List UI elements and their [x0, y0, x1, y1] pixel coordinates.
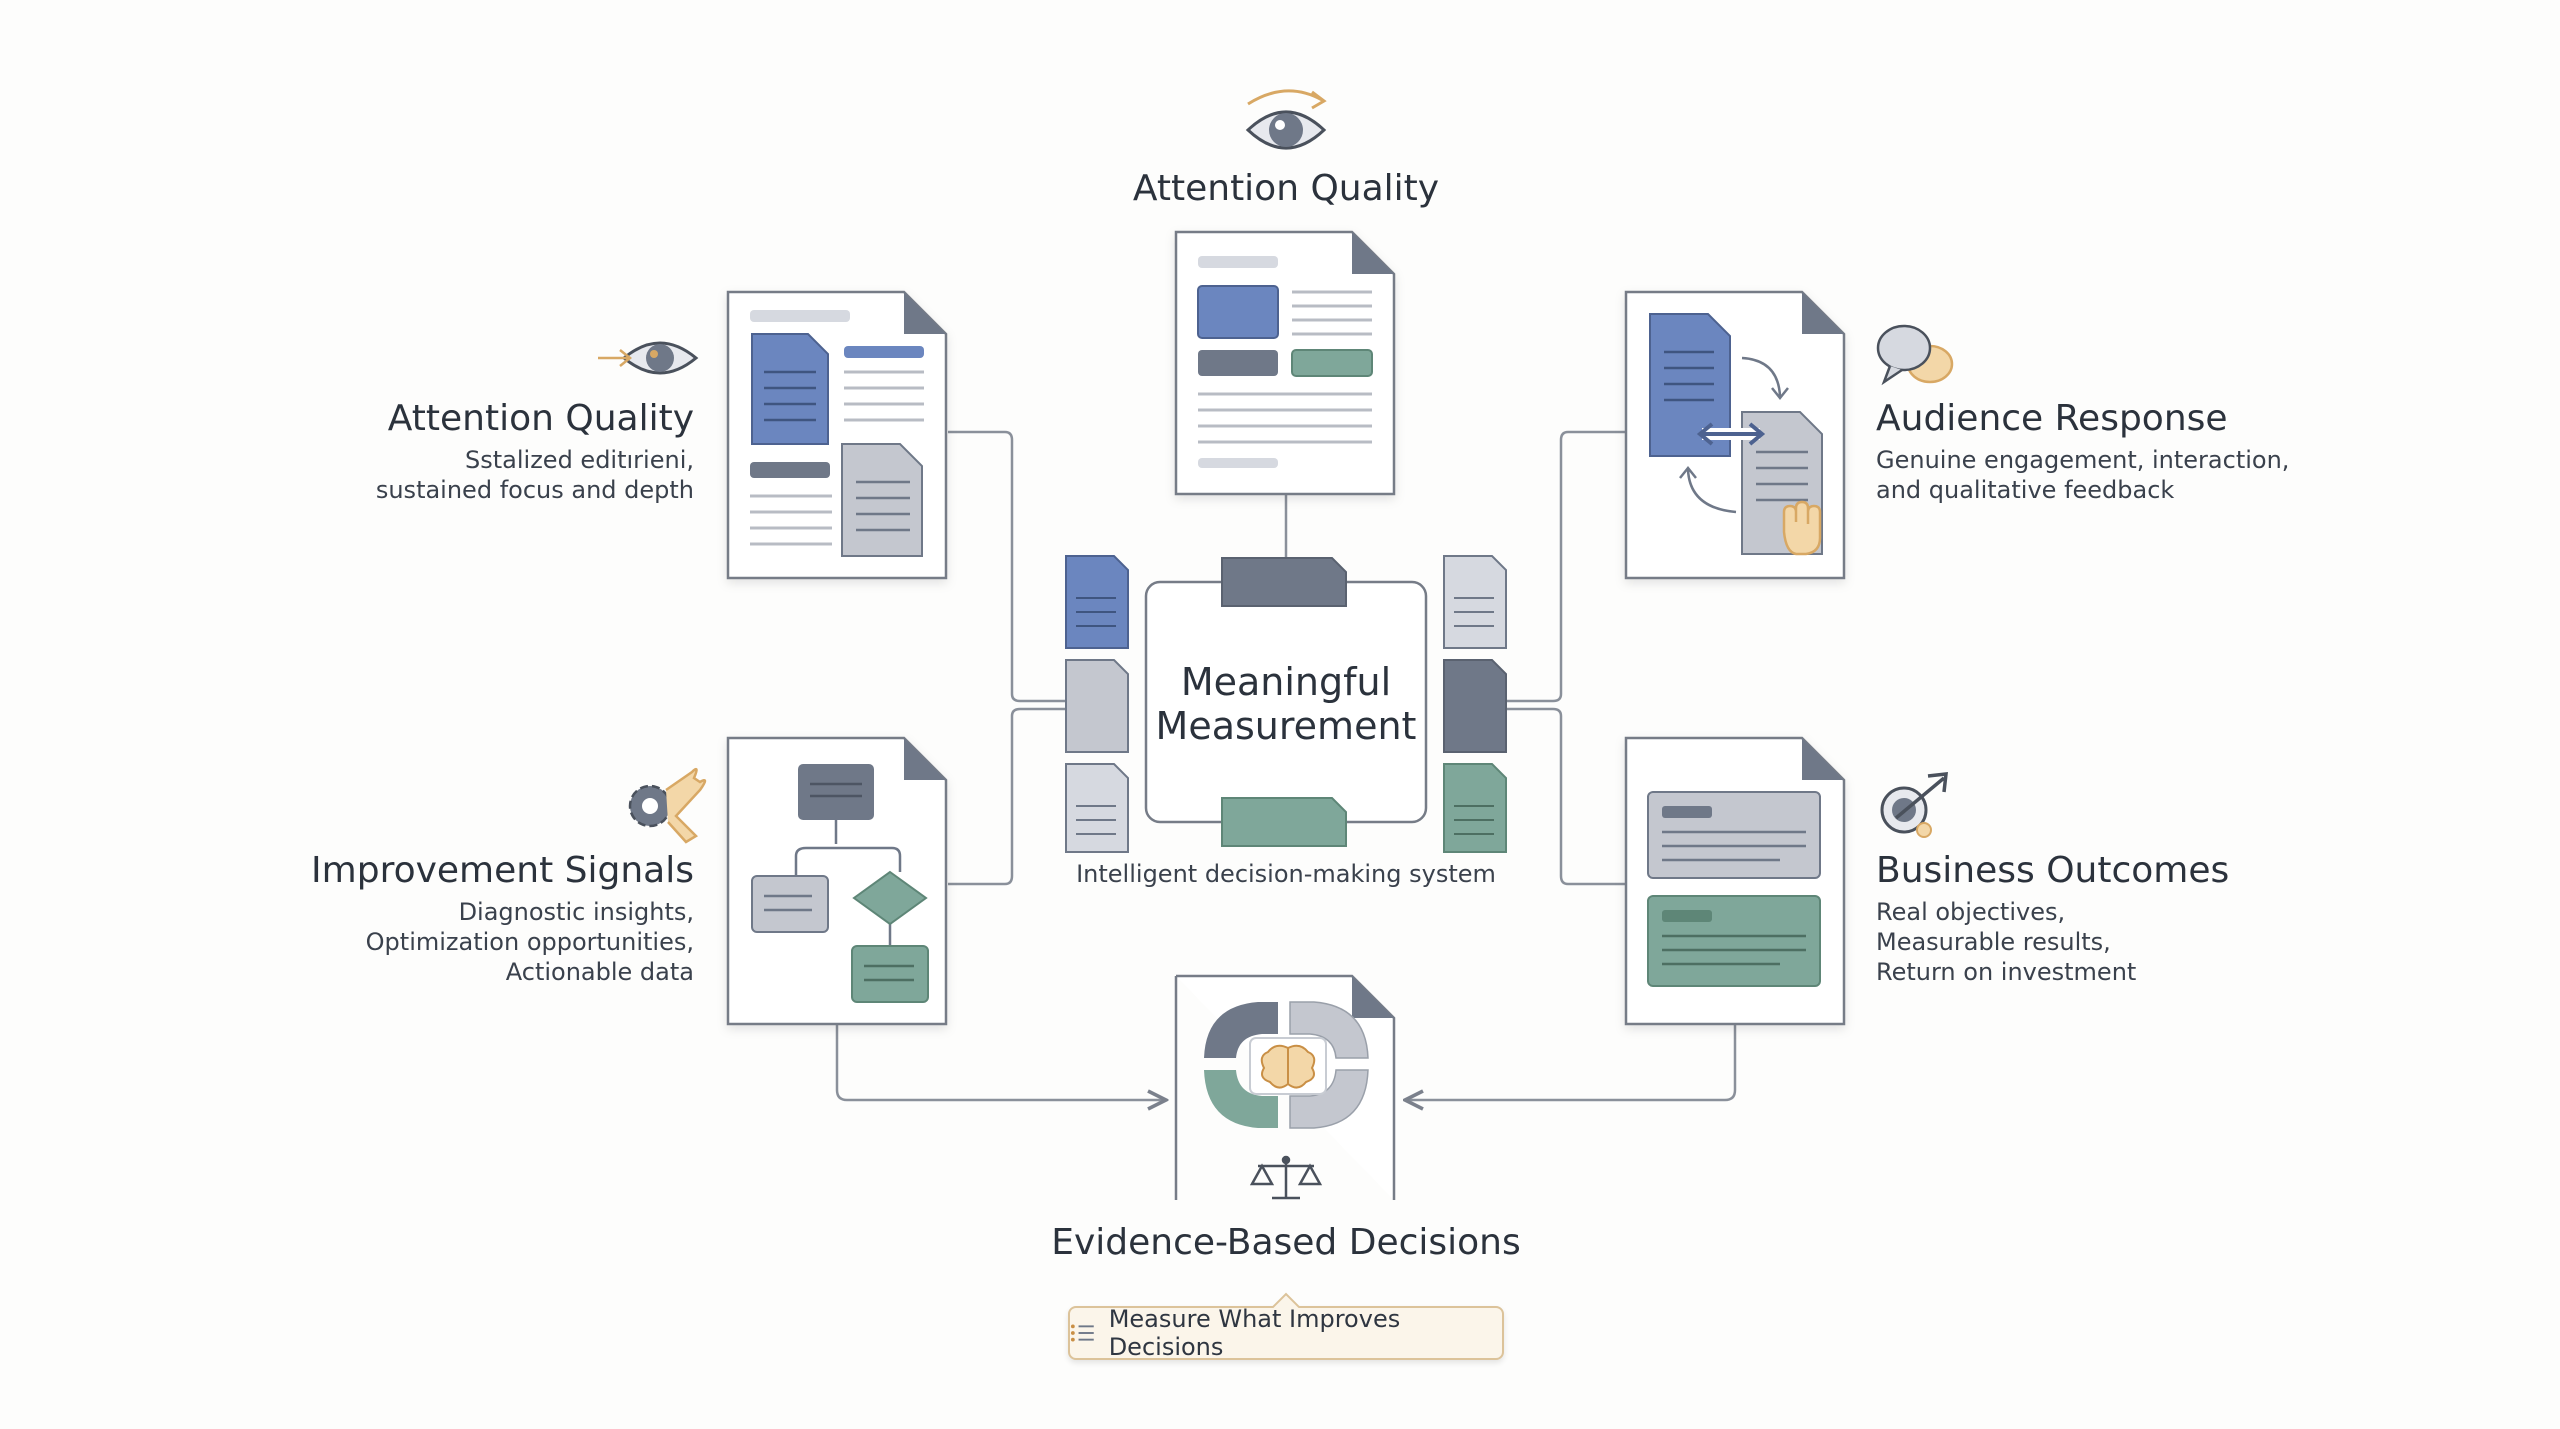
brain-icon: [1260, 1044, 1316, 1089]
right-top-desc-1: Genuine engagement, interaction,: [1876, 446, 2290, 474]
core-title-line-1: Meaningful: [1180, 660, 1392, 704]
right-bottom-desc-2: Measurable results,: [1876, 928, 2111, 956]
eye-icon: [1245, 89, 1327, 150]
left-bottom-document: [726, 736, 948, 1026]
left-top-desc-1: Sstalized editırieni,: [465, 446, 694, 474]
left-top-desc-2: sustained focus and depth: [375, 476, 694, 504]
right-top-desc-2: and qualitative feedback: [1876, 476, 2175, 504]
gear-wrench-icon: [628, 767, 707, 844]
list-icon: [1070, 1324, 1094, 1342]
right-bottom-document: [1624, 736, 1846, 1026]
connector-lines: [835, 430, 1737, 1100]
left-top-document: [726, 290, 948, 580]
chat-bubbles-icon: [1876, 324, 1954, 386]
left-bottom-desc-3: Actionable data: [505, 958, 694, 986]
core-title: Meaningful Measurement: [1146, 660, 1426, 748]
focus-eye-icon: [598, 341, 699, 375]
bottom-document: [1174, 974, 1396, 1200]
badge-pointer: [1272, 1292, 1300, 1308]
core-title-line-2: Measurement: [1155, 704, 1417, 748]
left-top-title: Attention Quality: [387, 398, 694, 439]
left-bottom-title: Improvement Signals: [311, 850, 694, 891]
left-bottom-desc-1: Diagnostic insights,: [458, 898, 694, 926]
right-bottom-title: Business Outcomes: [1876, 850, 2230, 891]
bottom-title: Evidence-Based Decisions: [1051, 1222, 1521, 1263]
right-top-document: [1624, 290, 1846, 580]
balance-scale-icon: [1249, 1155, 1323, 1200]
target-growth-icon: [1880, 772, 1948, 838]
right-top-title: Audience Response: [1876, 398, 2228, 439]
core-caption: Intelligent decision-making system: [1076, 860, 1496, 888]
top-title: Attention Quality: [1132, 168, 1440, 209]
tagline-badge: Measure What Improves Decisions: [1068, 1305, 1504, 1361]
cycle-arrows-icon: [1204, 1001, 1369, 1129]
right-bottom-desc-3: Return on investment: [1876, 958, 2137, 986]
left-bottom-desc-2: Optimization opportunities,: [365, 928, 694, 956]
hand-cursor-icon: [1782, 500, 1822, 556]
tagline-text: Measure What Improves Decisions: [1108, 1305, 1401, 1361]
right-bottom-desc-1: Real objectives,: [1876, 898, 2066, 926]
top-document: [1174, 230, 1396, 496]
central-hub: [1065, 555, 1507, 853]
